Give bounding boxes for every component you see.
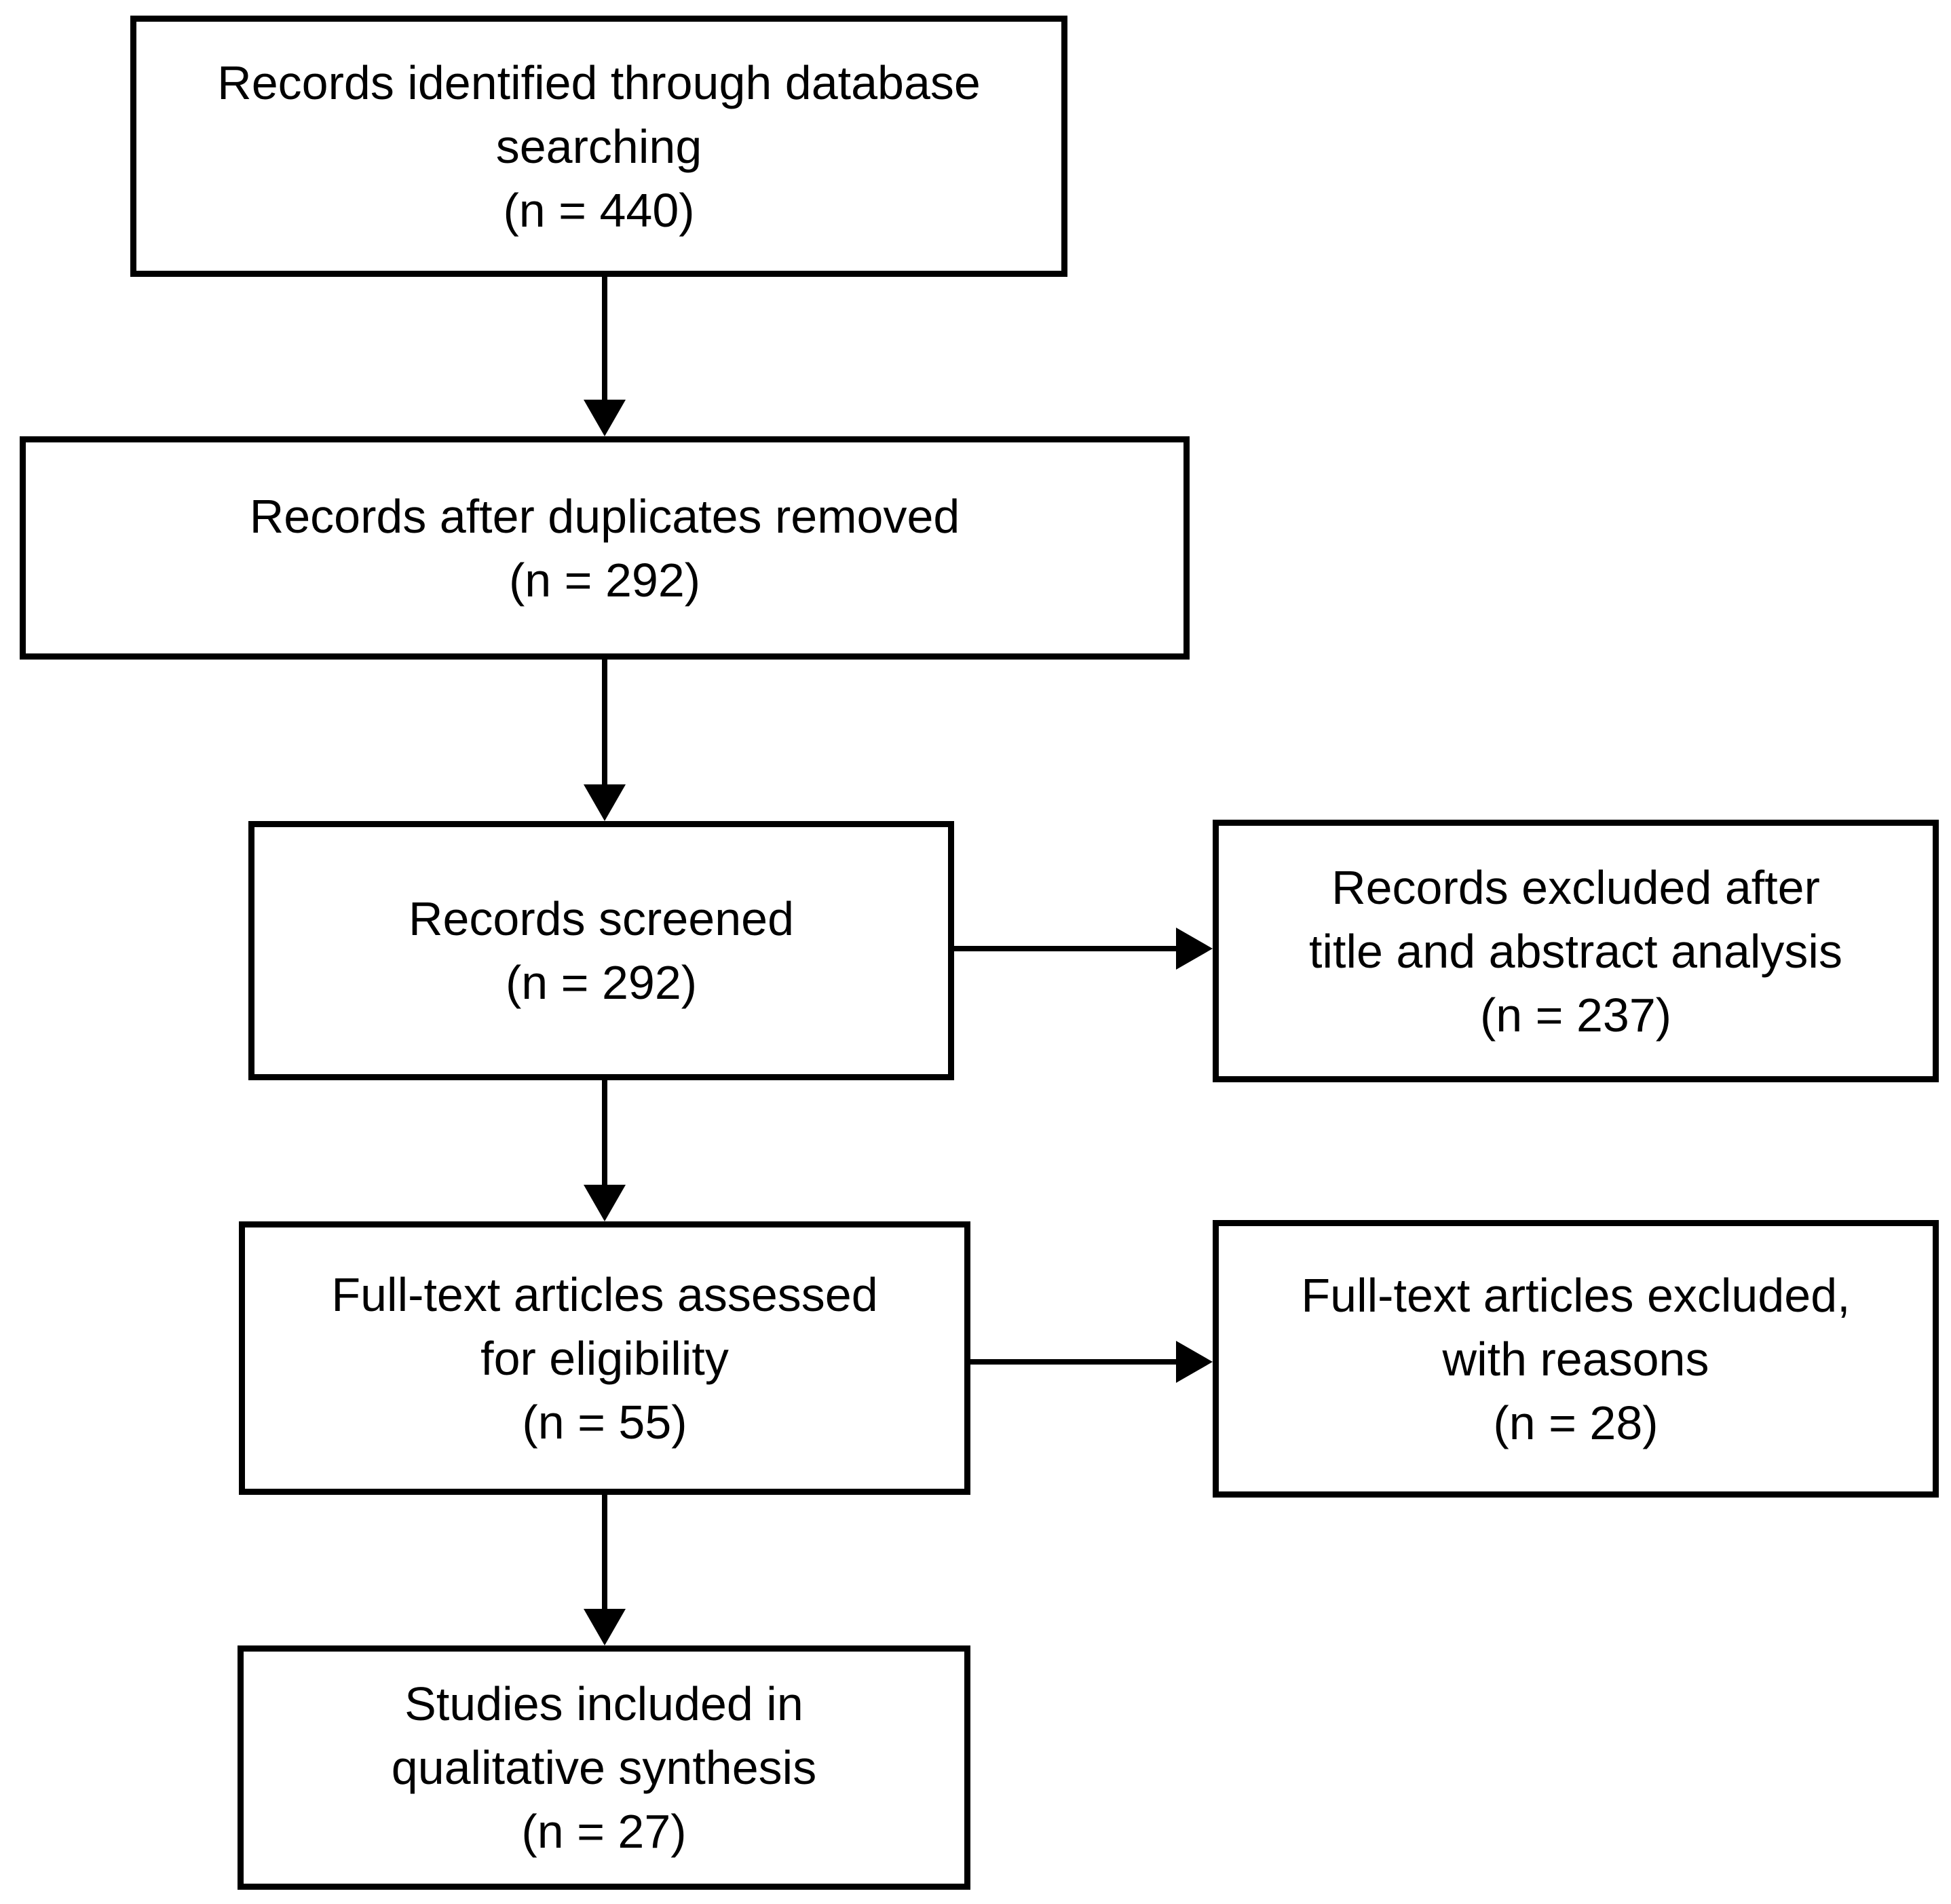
box-records-screened-label: Records screened [408,892,795,945]
box-records-excluded-count: (n = 237) [1479,988,1672,1042]
box-fulltext-assessed-count: (n = 55) [522,1395,687,1449]
connector-fulltext-to-included [602,1495,607,1612]
box-records-excluded-label: Records excluded after title and abstrac… [1309,860,1842,978]
box-records-identified-count: (n = 440) [503,183,695,237]
connector-duplicates-to-screened [602,660,607,786]
arrowhead-down-icon [584,784,626,821]
box-studies-included-label: Studies included in qualitative synthesi… [391,1677,817,1794]
box-studies-included: Studies included in qualitative synthesi… [238,1645,970,1890]
arrowhead-down-icon [584,1185,626,1221]
connector-identified-to-duplicates [602,277,607,402]
box-records-identified: Records identified through database sear… [130,16,1067,277]
box-fulltext-assessed: Full-text articles assessed for eligibil… [239,1221,970,1495]
box-fulltext-excluded-label: Full-text articles excluded, with reason… [1301,1268,1851,1386]
connector-screened-to-excluded [954,946,1179,951]
box-fulltext-assessed-label: Full-text articles assessed for eligibil… [331,1268,878,1385]
arrowhead-down-icon [584,400,626,436]
box-records-screened: Records screened (n = 292) [248,821,954,1080]
arrowhead-down-icon [584,1609,626,1645]
box-records-excluded-title-abstract: Records excluded after title and abstrac… [1213,820,1939,1082]
arrowhead-right-icon [1176,1341,1213,1383]
box-studies-included-count: (n = 27) [521,1805,687,1858]
box-duplicates-removed-count: (n = 292) [508,553,701,607]
box-fulltext-excluded: Full-text articles excluded, with reason… [1213,1220,1939,1498]
box-records-screened-count: (n = 292) [505,956,698,1009]
box-fulltext-excluded-count: (n = 28) [1493,1396,1659,1449]
box-duplicates-removed-label: Records after duplicates removed [249,489,960,543]
connector-fulltext-to-excluded [970,1359,1179,1365]
arrowhead-right-icon [1176,928,1213,970]
box-duplicates-removed: Records after duplicates removed (n = 29… [20,436,1190,660]
connector-screened-to-fulltext [602,1080,607,1187]
box-records-identified-label: Records identified through database sear… [217,56,981,173]
